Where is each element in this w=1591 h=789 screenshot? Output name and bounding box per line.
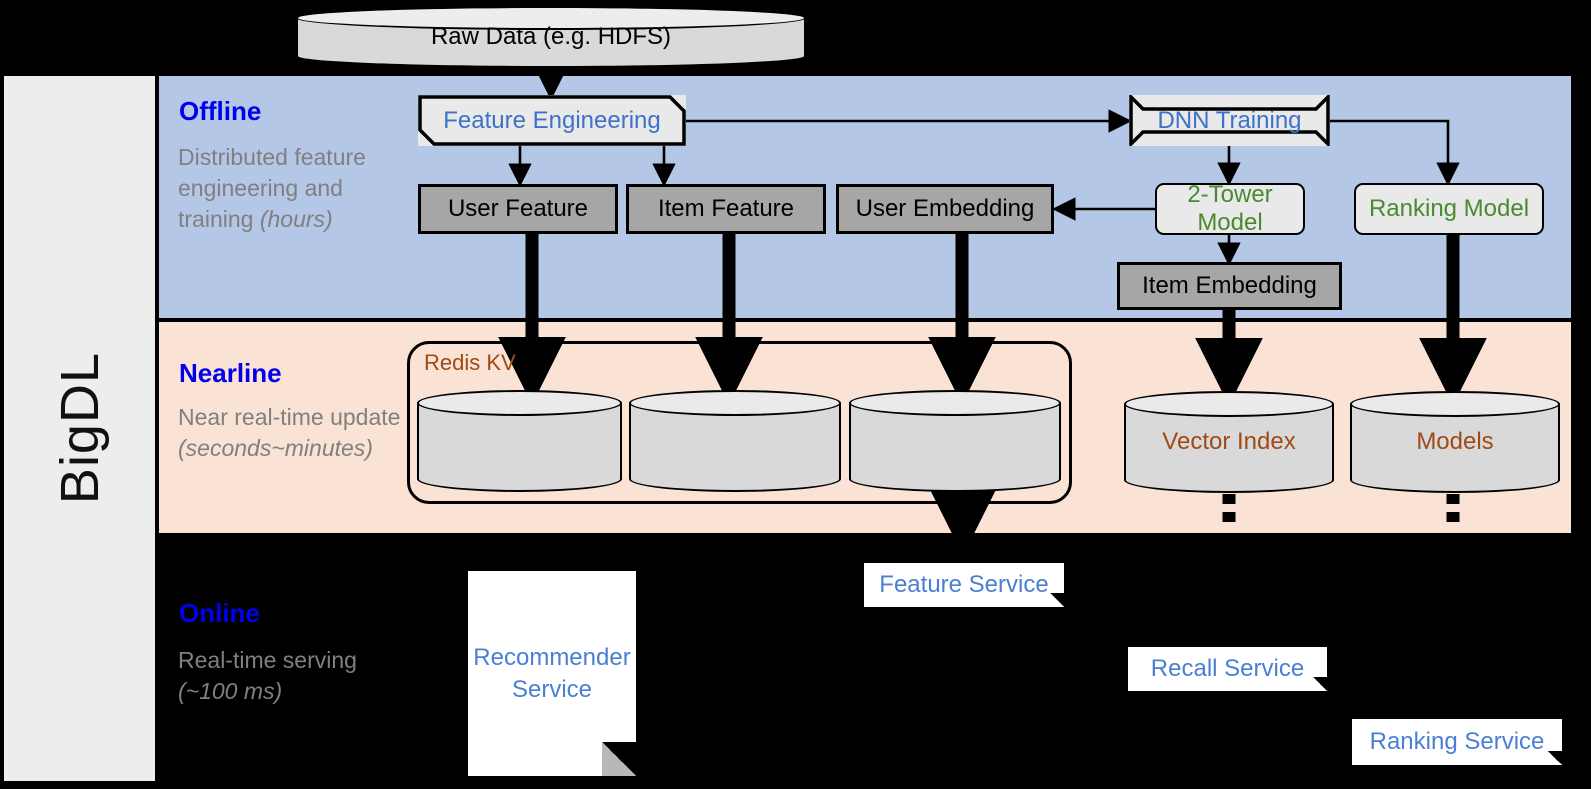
node-store-item-feature <box>629 390 841 492</box>
node-item-embedding[interactable]: Item Embedding <box>1117 262 1342 310</box>
node-feature-engineering[interactable]: Feature Engineering <box>418 95 686 146</box>
band-online-description: Real-time serving (~100 ms) <box>178 645 408 707</box>
offline-desc-text: Distributed feature engineering and trai… <box>178 144 366 232</box>
node-recall-service[interactable]: Recall Service <box>1128 647 1327 691</box>
models-label: Models <box>1416 428 1494 455</box>
cylinder-top <box>417 390 622 416</box>
nearline-desc-italic: (seconds~minutes) <box>178 435 373 461</box>
offline-desc-italic: (hours) <box>259 206 333 232</box>
node-recommender-service[interactable]: Recommender Service <box>468 571 636 776</box>
item-embedding-label: Item Embedding <box>1142 272 1317 299</box>
folded-corner-icon <box>1548 751 1562 765</box>
vector-index-label: Vector Index <box>1162 428 1296 455</box>
cylinder-top <box>629 390 841 416</box>
node-item-feature[interactable]: Item Feature <box>626 184 826 234</box>
cylinder-top <box>1124 391 1334 417</box>
band-online-title: Online <box>179 598 260 628</box>
nearline-desc-text: Near real-time update <box>178 404 401 430</box>
feature-engineering-shape <box>418 95 686 146</box>
band-offline-title: Offline <box>179 96 262 126</box>
node-feature-service[interactable]: Feature Service <box>864 563 1064 607</box>
dnn-training-shape <box>1129 95 1330 146</box>
folded-corner-icon <box>1313 677 1327 691</box>
online-desc-text: Real-time serving <box>178 647 357 673</box>
node-models: Models <box>1350 391 1560 493</box>
node-ranking-model[interactable]: Ranking Model <box>1354 183 1544 235</box>
feature-service-label: Feature Service <box>879 571 1049 598</box>
container-redis-kv <box>407 341 1072 504</box>
node-user-feature[interactable]: User Feature <box>418 184 618 234</box>
band-nearline-title: Nearline <box>179 358 282 388</box>
dnn-training-label: DNN Training <box>1157 106 1302 134</box>
node-dnn-training[interactable]: DNN Training <box>1129 95 1330 146</box>
sidebar-bigdl: BigDL <box>4 76 155 781</box>
cylinder-top <box>849 390 1061 416</box>
node-user-embedding[interactable]: User Embedding <box>836 184 1054 234</box>
cylinder-top <box>1350 391 1560 417</box>
node-store-user-feature <box>417 390 622 492</box>
two-tower-model-label: 2-Tower Model <box>1187 181 1273 236</box>
item-feature-label: Item Feature <box>657 195 795 222</box>
node-two-tower-model[interactable]: 2-Tower Model <box>1155 181 1305 236</box>
cylinder-top <box>296 6 806 30</box>
sidebar-label-text: BigDL <box>49 352 110 505</box>
ranking-model-label: Ranking Model <box>1368 195 1530 222</box>
recall-service-label: Recall Service <box>1150 655 1305 682</box>
feature-engineering-label: Feature Engineering <box>443 106 661 134</box>
node-raw-data: Raw Data (e.g. HDFS) <box>296 6 806 68</box>
user-feature-label: User Feature <box>447 195 589 222</box>
redis-kv-label: Redis KV <box>424 350 516 375</box>
raw-data-label: Raw Data (e.g. HDFS) <box>430 23 672 50</box>
band-nearline-description: Near real-time update (seconds~minutes) <box>178 402 408 464</box>
node-vector-index: Vector Index <box>1124 391 1334 493</box>
folded-corner-icon <box>1050 593 1064 607</box>
node-ranking-service[interactable]: Ranking Service <box>1352 719 1562 765</box>
band-offline-description: Distributed feature engineering and trai… <box>178 142 408 235</box>
sidebar-label: BigDL <box>4 76 155 781</box>
folded-corner-icon <box>602 742 636 776</box>
node-store-user-embedding <box>849 390 1061 492</box>
online-desc-italic: (~100 ms) <box>178 678 283 704</box>
ranking-service-label: Ranking Service <box>1369 728 1545 755</box>
user-embedding-label: User Embedding <box>855 195 1035 222</box>
recommender-service-label: Recommender Service <box>473 643 631 703</box>
